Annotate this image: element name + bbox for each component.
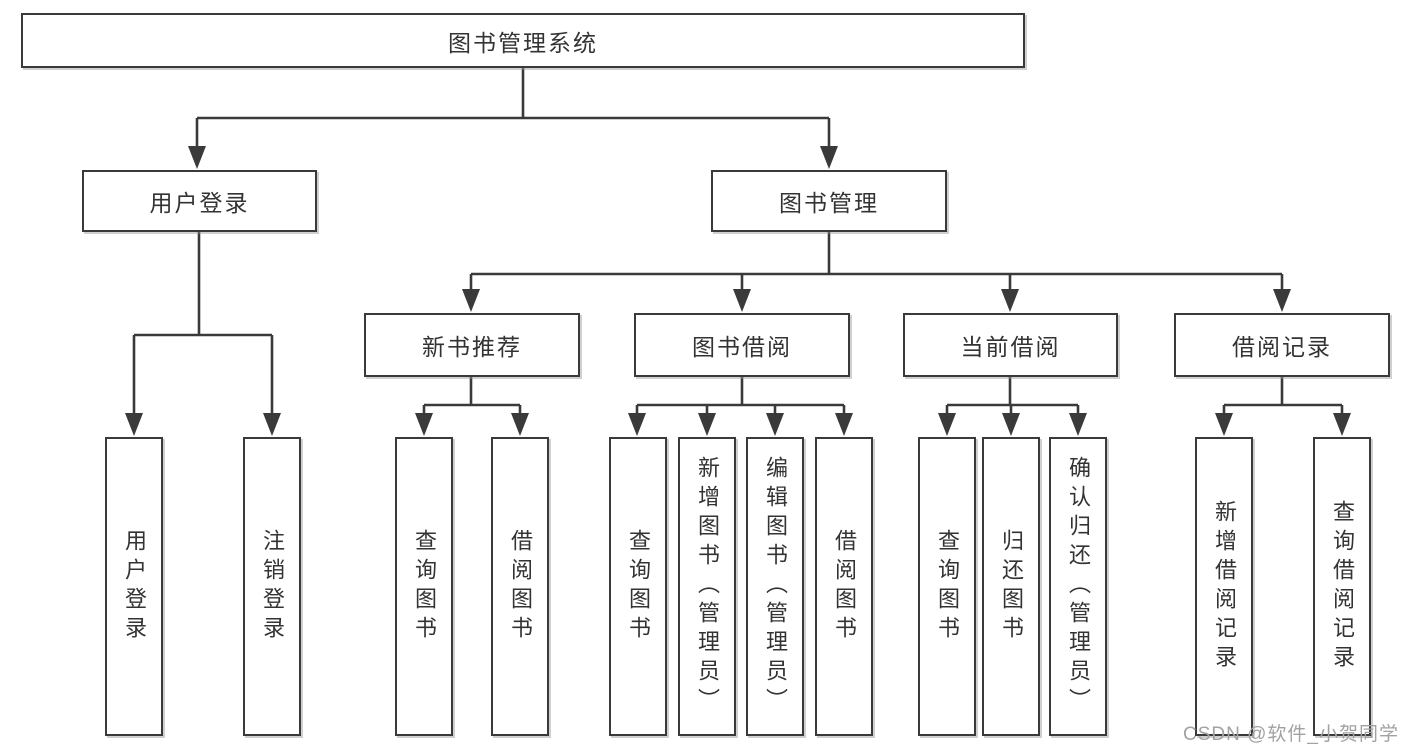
leaf-label: 查询借阅记录 <box>1330 499 1355 674</box>
arrow-icon <box>1001 289 1019 312</box>
leaf-query-books-borrow: 查询图书 <box>609 437 667 736</box>
leaf-label: 新增图书（管理员） <box>695 456 720 717</box>
leaf-label: 查询图书 <box>935 528 960 645</box>
leaf-logout-login: 注销登录 <box>243 437 301 736</box>
leaf-query-books-recommend: 查询图书 <box>395 437 453 736</box>
node-new-book-recommend: 新书推荐 <box>364 313 580 377</box>
leaf-label: 注销登录 <box>260 528 285 645</box>
arrow-icon <box>1002 413 1020 436</box>
leaf-label: 用户登录 <box>122 528 147 645</box>
arrow-icon <box>188 146 206 169</box>
node-borrow-records: 借阅记录 <box>1174 313 1390 377</box>
leaf-borrow-books-recommend: 借阅图书 <box>491 437 549 736</box>
arrow-icon <box>1273 289 1291 312</box>
node-book-borrow: 图书借阅 <box>634 313 850 377</box>
node-user-login: 用户登录 <box>82 170 317 232</box>
leaf-label: 借阅图书 <box>508 528 533 645</box>
leaf-label: 确认归还（管理员） <box>1066 456 1091 717</box>
leaf-edit-books-admin: 编辑图书（管理员） <box>746 437 804 736</box>
leaf-label: 借阅图书 <box>832 528 857 645</box>
leaf-add-borrow-record: 新增借阅记录 <box>1195 437 1253 736</box>
tree-edges <box>132 68 1344 418</box>
arrow-icon <box>820 146 838 169</box>
arrow-icon <box>698 413 716 436</box>
leaf-user-login: 用户登录 <box>105 437 163 736</box>
watermark: CSDN @软件_小贺同学 <box>1183 724 1399 745</box>
leaf-label: 编辑图书（管理员） <box>763 456 788 717</box>
arrow-icon <box>766 413 784 436</box>
leaf-query-borrow-record: 查询借阅记录 <box>1313 437 1371 736</box>
arrow-icon <box>511 413 529 436</box>
arrow-icon <box>628 413 646 436</box>
leaf-query-books-current: 查询图书 <box>918 437 976 736</box>
arrow-icon <box>835 413 853 436</box>
arrow-icon <box>938 413 956 436</box>
arrow-icon <box>263 413 281 436</box>
leaf-label: 归还图书 <box>999 528 1024 645</box>
arrow-icon <box>415 413 433 436</box>
arrow-icon <box>1333 413 1351 436</box>
node-current-borrow: 当前借阅 <box>903 313 1118 377</box>
arrow-icon <box>462 289 480 312</box>
arrow-icon <box>733 289 751 312</box>
leaf-return-books: 归还图书 <box>982 437 1040 736</box>
leaf-label: 查询图书 <box>412 528 437 645</box>
leaf-confirm-return-admin: 确认归还（管理员） <box>1049 437 1107 736</box>
leaf-add-books-admin: 新增图书（管理员） <box>678 437 736 736</box>
arrow-icon <box>125 413 143 436</box>
leaf-borrow-books: 借阅图书 <box>815 437 873 736</box>
leaf-label: 查询图书 <box>626 528 651 645</box>
node-book-management: 图书管理 <box>711 170 947 232</box>
arrow-icon <box>1215 413 1233 436</box>
arrow-icon <box>1069 413 1087 436</box>
leaf-label: 新增借阅记录 <box>1212 499 1237 674</box>
arrowheads <box>125 146 1351 436</box>
node-system-root: 图书管理系统 <box>21 13 1025 68</box>
